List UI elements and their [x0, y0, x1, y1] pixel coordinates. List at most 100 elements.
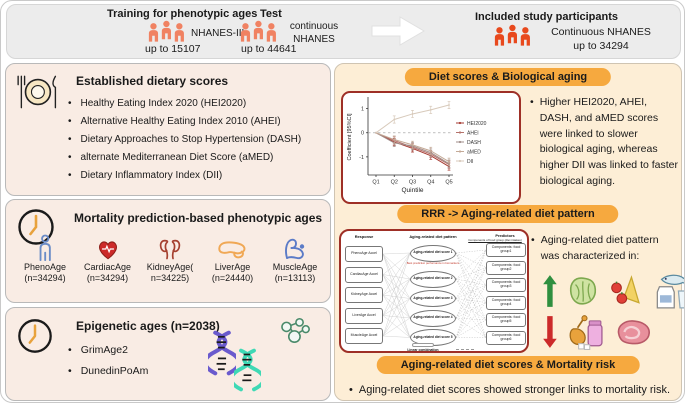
rrr-diagram-box: Response Aging-related diet pattern Predic…: [339, 229, 529, 353]
svg-text:Q3: Q3: [409, 180, 416, 186]
rrr-predictor-box: Components: food group4: [486, 295, 526, 310]
leafy-greens-icon: [567, 275, 599, 307]
svg-text:aMED: aMED: [467, 149, 481, 155]
phenotypic-age-item: MuscleAge(n=13113): [264, 232, 326, 285]
epigenetic-panel-title: Epigenetic ages (n=2038): [76, 319, 220, 333]
phenotypic-age-item: PhenoAge(n=34294): [14, 232, 76, 285]
flow-arrow-icon: [370, 13, 426, 54]
test-dataset: continuous NHANES: [289, 21, 339, 45]
phenotypic-panel-title: Mortality prediction-based phenotypic ag…: [74, 211, 323, 225]
test-people-icon: [239, 20, 279, 47]
fish-dairy-icon: [651, 272, 684, 310]
svg-text:AHEI: AHEI: [467, 130, 479, 136]
rrr-score-ellipse: Aging-related diet score 5: [410, 329, 456, 346]
test-title: Test: [260, 8, 282, 20]
rrr-legend-label: Linear combination: [407, 347, 439, 352]
svg-text:Coefficient [95%CI]: Coefficient [95%CI]: [347, 113, 353, 160]
included-people-icon: [493, 24, 533, 51]
svg-text:-1: -1: [359, 155, 364, 161]
down-arrow-icon: [542, 315, 558, 349]
red-meat-icon: [614, 317, 653, 347]
dietary-panel-title: Established dietary scores: [76, 74, 229, 88]
rrr-score-ellipse: Aging-related diet score 2: [410, 270, 456, 288]
bullet-dot: •: [530, 96, 534, 108]
dietary-score-item: alternate Mediterranean Diet Score (aMED…: [68, 152, 301, 163]
dna-helix-icon: [203, 330, 241, 381]
dietary-score-item: Dietary Inflammatory Index (DII): [68, 170, 301, 181]
svg-text:Q2: Q2: [391, 180, 398, 186]
dna-helix-icon: [229, 348, 266, 397]
epigenetic-age-item: GrimAge2: [68, 344, 148, 356]
training-title: Training for phenotypic ages: [107, 8, 258, 20]
svg-text:1: 1: [361, 107, 364, 113]
training-people-icon: [147, 20, 187, 47]
heart-icon: [77, 232, 139, 262]
rrr-predictor-box: Components: food group3: [486, 278, 526, 292]
rrr-score1-note: Best prediction performance in biomarker…: [406, 261, 460, 265]
training-count: up to 15107: [145, 43, 201, 55]
diet-aging-bullet: • Higher HEI2020, AHEI, DASH, and aMED s…: [530, 95, 678, 190]
dietary-score-item: Healthy Eating Index 2020 (HEI2020): [68, 98, 301, 109]
rrr-bullet: • Aging-related diet pattern was charact…: [531, 233, 679, 265]
molecule-icon: [278, 316, 312, 353]
rrr-predictor-box: Components: food group6: [486, 330, 526, 345]
dietary-scores-panel: Established dietary scores Healthy Eatin…: [5, 63, 331, 196]
phenotypic-age-item: CardiacAge(n=34294): [77, 232, 139, 285]
mortality-bullet-text: Aging-related diet scores showed stronge…: [358, 384, 671, 396]
diet-aging-header: Diet scores & Biological aging: [404, 68, 612, 86]
svg-text:DII: DII: [467, 159, 473, 165]
age-label: LiverAge: [214, 262, 251, 272]
svg-text:Q1: Q1: [372, 180, 379, 186]
rrr-col-predictors-header: Predictors: [495, 232, 515, 238]
included-title: Included study participants: [475, 11, 619, 23]
cheese-tomato-icon: [608, 275, 642, 307]
svg-text:0: 0: [361, 131, 364, 137]
age-count: (n=24440): [211, 273, 254, 284]
rrr-response-box: PhenoAge Accel: [345, 246, 383, 262]
age-label: PhenoAge: [23, 262, 67, 272]
epigenetic-ages-panel: Epigenetic ages (n=2038) GrimAge2Dunedin…: [5, 307, 331, 401]
bullet-dot: •: [349, 384, 353, 396]
mortality-bullet: • Aging-related diet scores showed stron…: [349, 382, 675, 399]
diet-aging-bullet-text: Higher HEI2020, AHEI, DASH, and aMED sco…: [539, 96, 679, 187]
rrr-legend-dash: [456, 349, 474, 350]
phenotypic-age-item: LiverAge(n=24440): [202, 232, 264, 285]
rrr-bullet-text: Aging-related diet pattern was character…: [540, 234, 659, 262]
rrr-predictor-box: Components: food group2: [486, 260, 526, 275]
diet-pattern-increase-row: [542, 272, 684, 310]
rrr-response-box: CardiacAge Accel: [345, 266, 383, 283]
age-label: CardiacAge: [83, 262, 132, 272]
rrr-header: RRR -> Aging-related diet pattern: [397, 205, 619, 223]
rrr-col-response-header: Response: [354, 233, 374, 239]
age-label: MuscleAge: [272, 262, 318, 272]
svg-text:Q5: Q5: [445, 180, 452, 186]
mortality-header: Aging-related diet scores & Mortality ri…: [376, 356, 640, 374]
dietary-score-item: Alternative Healthy Eating Index 2010 (A…: [68, 116, 301, 127]
phenotypic-ages-panel: Mortality prediction-based phenotypic ag…: [5, 199, 331, 303]
plate-cutlery-icon: [14, 72, 60, 117]
dietary-score-item: Dietary Approaches to Stop Hypertension …: [68, 134, 302, 145]
rrr-response-box: LiverAge Accel: [345, 307, 383, 324]
rrr-diagram: Response Aging-related diet pattern Predic…: [342, 232, 528, 352]
person-icon: [14, 232, 76, 262]
rrr-col-predictors-sub: Components of food group (diet intakes): [468, 238, 522, 242]
svg-text:DASH: DASH: [467, 140, 481, 146]
rrr-predictor-box: Components: food group5: [486, 313, 526, 327]
age-count: (n=34294): [24, 273, 66, 284]
sweets-icon: [567, 314, 605, 350]
epigenetic-age-item: DunedinPoAm: [68, 365, 149, 377]
phenotypic-age-item: KidneyAge(n=34225): [139, 232, 201, 285]
kidney-icon: [139, 232, 201, 262]
age-count: (n=34294): [86, 273, 129, 284]
epigenetic-list: GrimAge2DunedinPoAm: [68, 344, 149, 386]
rrr-col-pattern-header: Aging-related diet pattern: [409, 233, 457, 239]
top-banner: Training for phenotypic ages NHANES-III …: [6, 4, 681, 59]
rrr-score-ellipse: Aging-related diet score 3: [410, 290, 456, 307]
svg-text:Q4: Q4: [427, 180, 434, 186]
svg-text:HEI2020: HEI2020: [467, 121, 487, 127]
up-arrow-icon: [542, 274, 558, 308]
